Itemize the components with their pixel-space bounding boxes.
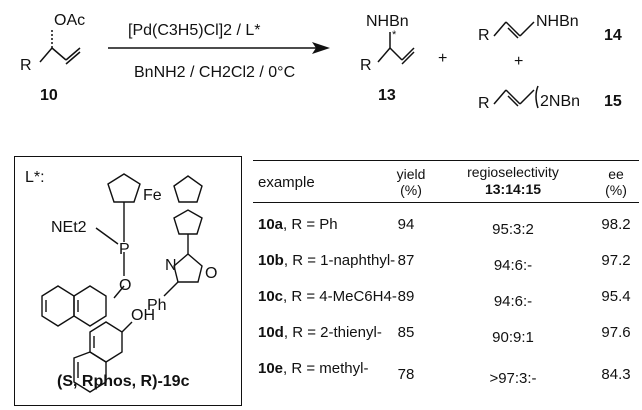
header-ee: ee (%)	[605, 166, 627, 198]
product-15-nbn-label: 2NBn	[540, 93, 580, 110]
row-yield: 85	[397, 324, 415, 341]
row-ee: 97.2	[601, 252, 631, 269]
row-example-id: 10a	[258, 216, 284, 233]
ligand-name: (S, Rphos, R)-19c	[57, 373, 190, 390]
row-ee: 95.4	[601, 288, 631, 305]
row-regioselectivity: 90:9:1	[492, 329, 534, 346]
header-regioselectivity: regioselectivity	[467, 164, 559, 180]
row-ee: 98.2	[601, 216, 631, 233]
row-substituent: , R = 2-thienyl-	[283, 324, 382, 341]
catalyst-label: [Pd(C3H5)Cl]2 / L*	[128, 22, 261, 39]
product-15-r-label: R	[478, 95, 490, 112]
substrate-r-label: R	[20, 57, 32, 74]
row-substituent: , R = 1-naphthyl-	[283, 252, 396, 269]
header-yield: yield (%)	[396, 166, 426, 198]
o-label: O	[119, 277, 132, 294]
product-13-r-label: R	[360, 57, 372, 74]
oxazoline-o-label: O	[205, 265, 218, 282]
stereocenter-asterisk: *	[392, 29, 397, 41]
row-substituent: , R = methyl-	[283, 360, 369, 377]
header-example: example	[258, 174, 315, 191]
row-regioselectivity: 95:3:2	[492, 221, 534, 238]
reaction-scheme: OAc R 10 [Pd(C3H5)Cl]2 / L* BnNH2 / CH2C…	[20, 12, 622, 112]
row-yield: 87	[397, 252, 415, 269]
row-regioselectivity: >97:3:-	[489, 370, 537, 387]
row-ee: 97.6	[601, 324, 631, 341]
reaction-arrow	[108, 42, 330, 54]
row-ee: 84.3	[601, 366, 631, 383]
conditions-label: BnNH2 / CH2Cl2 / 0°C	[134, 64, 295, 81]
oh-label: OH	[131, 307, 155, 324]
fe-label: Fe	[143, 187, 162, 204]
product-14-r-label: R	[478, 27, 490, 44]
substrate-10-structure	[39, 30, 81, 65]
ligand-title: L*:	[25, 169, 45, 186]
row-example-id: 10b	[258, 252, 284, 269]
product-13-nhbn-label: NHBn	[366, 13, 409, 30]
product-14-structure	[493, 21, 535, 39]
row-regioselectivity: 94:6:-	[493, 293, 533, 310]
row-example-id: 10c	[258, 288, 284, 305]
table-top-rule	[253, 160, 639, 161]
ph-label: Ph	[147, 297, 167, 314]
substrate-oac-label: OAc	[54, 12, 85, 29]
row-yield: 78	[397, 366, 415, 383]
product-15-number: 15	[604, 93, 622, 110]
net2-label: NEt2	[51, 219, 87, 236]
row-example-id: 10d	[258, 324, 284, 341]
product-13-number: 13	[378, 87, 396, 104]
p-label: P	[119, 241, 130, 258]
product-14-nhbn-label: NHBn	[536, 13, 579, 30]
ligand-structure	[41, 173, 203, 393]
table-header-rule	[253, 202, 639, 203]
ligand-box: L*: Fe NEt2 P O OH N O Ph (S, Rphos, R)-…	[14, 156, 242, 406]
row-yield: 89	[397, 288, 415, 305]
plus-sign: +	[514, 53, 523, 70]
product-13-structure	[377, 32, 415, 65]
plus-sign: +	[438, 50, 447, 67]
row-substituent: , R = 4-MeC6H4-	[283, 288, 397, 305]
row-regioselectivity: 94:6:-	[493, 257, 533, 274]
row-substituent: , R = Ph	[283, 216, 338, 233]
product-15-structure	[493, 85, 539, 109]
header-regio-compounds: 13:14:15	[484, 181, 542, 197]
row-example-id: 10e	[258, 360, 284, 377]
row-yield: 94	[397, 216, 415, 233]
product-14-number: 14	[604, 27, 622, 44]
oxazoline-n-label: N	[165, 257, 177, 274]
substrate-number: 10	[40, 87, 58, 104]
